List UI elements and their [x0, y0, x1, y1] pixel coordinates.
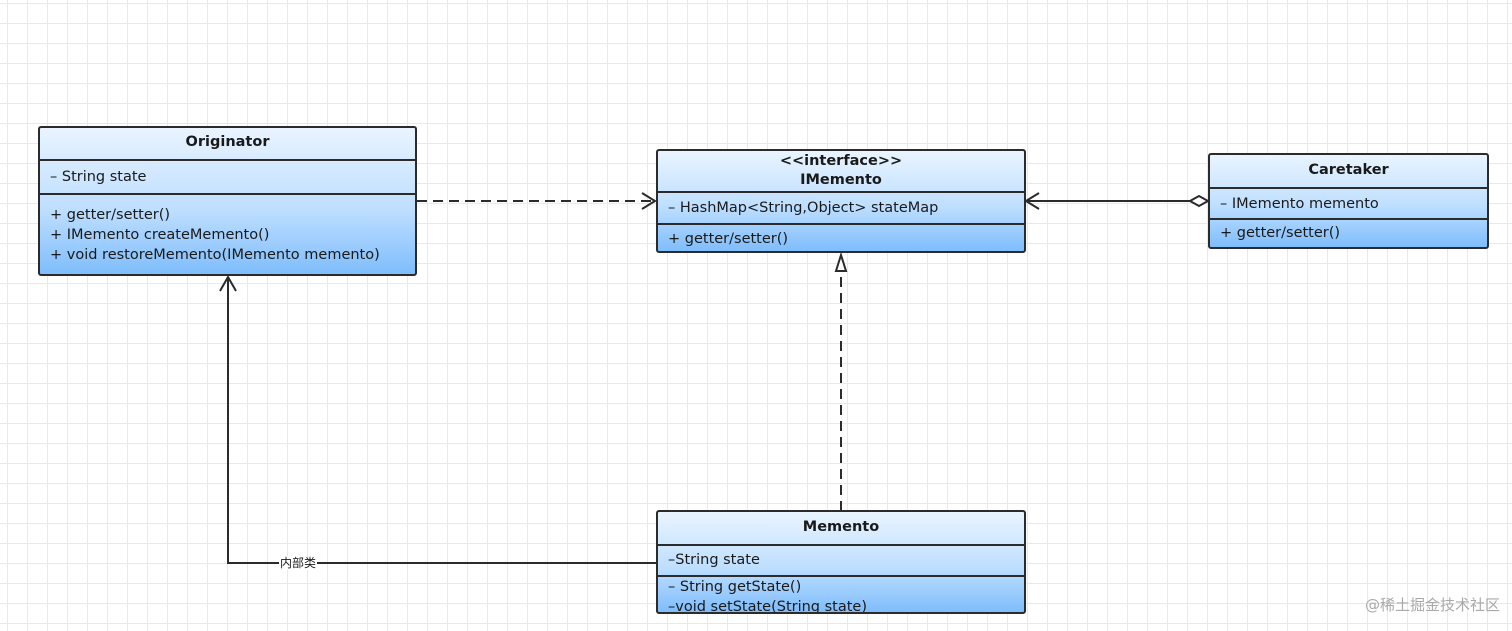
memento-class-name: Memento [802, 519, 880, 535]
open-arrowhead-originator [219, 274, 237, 292]
originator-class-name: Originator [185, 134, 270, 150]
method: + getter/setter() [50, 207, 171, 223]
memento-class[interactable]: Memento –String state – String getState(… [656, 510, 1026, 614]
inner-class-line-memento-originator [227, 278, 656, 564]
method: – String getState() [668, 579, 802, 595]
caretaker-methods: + getter/setter() [1210, 218, 1487, 243]
inner-class-label: 内部类 [279, 556, 318, 570]
method: –void setState(String state) [668, 599, 868, 614]
caretaker-attributes: – IMemento memento [1210, 187, 1487, 218]
method: + void restoreMemento(IMemento memento) [50, 247, 380, 263]
interface-stereotype: <<interface>> [779, 153, 903, 169]
caretaker-class-name: Caretaker [1308, 162, 1389, 178]
imemento-class-name: IMemento [800, 172, 882, 188]
watermark-text: @稀土掘金技术社区 [1364, 596, 1500, 614]
originator-class[interactable]: Originator – String state + getter/sette… [38, 126, 417, 276]
open-arrowhead-imemento-left [641, 192, 657, 210]
imemento-interface[interactable]: <<interface>> IMemento – HashMap<String,… [656, 149, 1026, 253]
imemento-methods: + getter/setter() [658, 223, 1024, 249]
open-arrowhead-imemento-right [1024, 192, 1040, 210]
originator-methods: + getter/setter() + IMemento createMemen… [40, 193, 415, 265]
originator-header: Originator [40, 128, 415, 159]
attribute: – HashMap<String,Object> stateMap [668, 200, 939, 216]
realization-triangle [834, 251, 848, 272]
method: + IMemento createMemento() [50, 227, 270, 243]
caretaker-class[interactable]: Caretaker – IMemento memento + getter/se… [1208, 153, 1489, 249]
method: + getter/setter() [1220, 225, 1341, 241]
memento-header: Memento [658, 512, 1024, 544]
imemento-attributes: – HashMap<String,Object> stateMap [658, 191, 1024, 223]
method: + getter/setter() [668, 231, 789, 247]
imemento-header: <<interface>> IMemento [658, 151, 1024, 191]
memento-attributes: –String state [658, 544, 1024, 575]
aggregation-diamond [1187, 194, 1211, 208]
memento-methods: – String getState() –void setState(Strin… [658, 575, 1024, 614]
attribute: – String state [50, 169, 147, 185]
attribute: – IMemento memento [1220, 196, 1379, 212]
originator-attributes: – String state [40, 159, 415, 193]
caretaker-header: Caretaker [1210, 155, 1487, 187]
attribute: –String state [668, 552, 760, 568]
